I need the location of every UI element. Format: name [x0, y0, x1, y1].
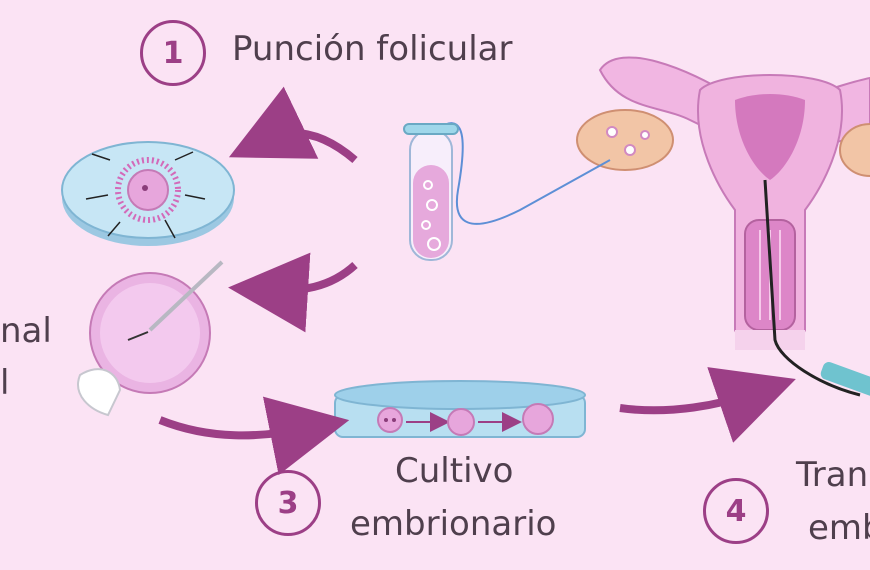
- step-number-4: 4: [703, 478, 769, 544]
- arrow-to-ivf: [228, 86, 358, 164]
- step-3-label-line1: Cultivo: [395, 451, 514, 491]
- test-tube: [403, 123, 459, 261]
- icsi-oocyte: [77, 260, 224, 417]
- step-number-1: 1: [140, 20, 206, 86]
- step-number-3: 3: [255, 470, 321, 536]
- step-1-label: Punción folicular: [232, 29, 513, 69]
- arrow-to-transfer: [619, 367, 796, 443]
- step-4-label-line1: Tran: [796, 455, 869, 495]
- arrow-to-icsi: [228, 252, 358, 333]
- arrow-to-culture: [158, 396, 350, 476]
- left-cropped-label-2: l: [0, 363, 10, 403]
- step-4-label-line2: emb: [808, 508, 870, 548]
- uterus-illustration: [576, 56, 870, 397]
- step-3-label-line2: embrionario: [350, 504, 557, 544]
- left-cropped-label-1: nal: [0, 311, 52, 351]
- petri-dish-ivf: [61, 141, 235, 246]
- culture-dish: [334, 380, 586, 438]
